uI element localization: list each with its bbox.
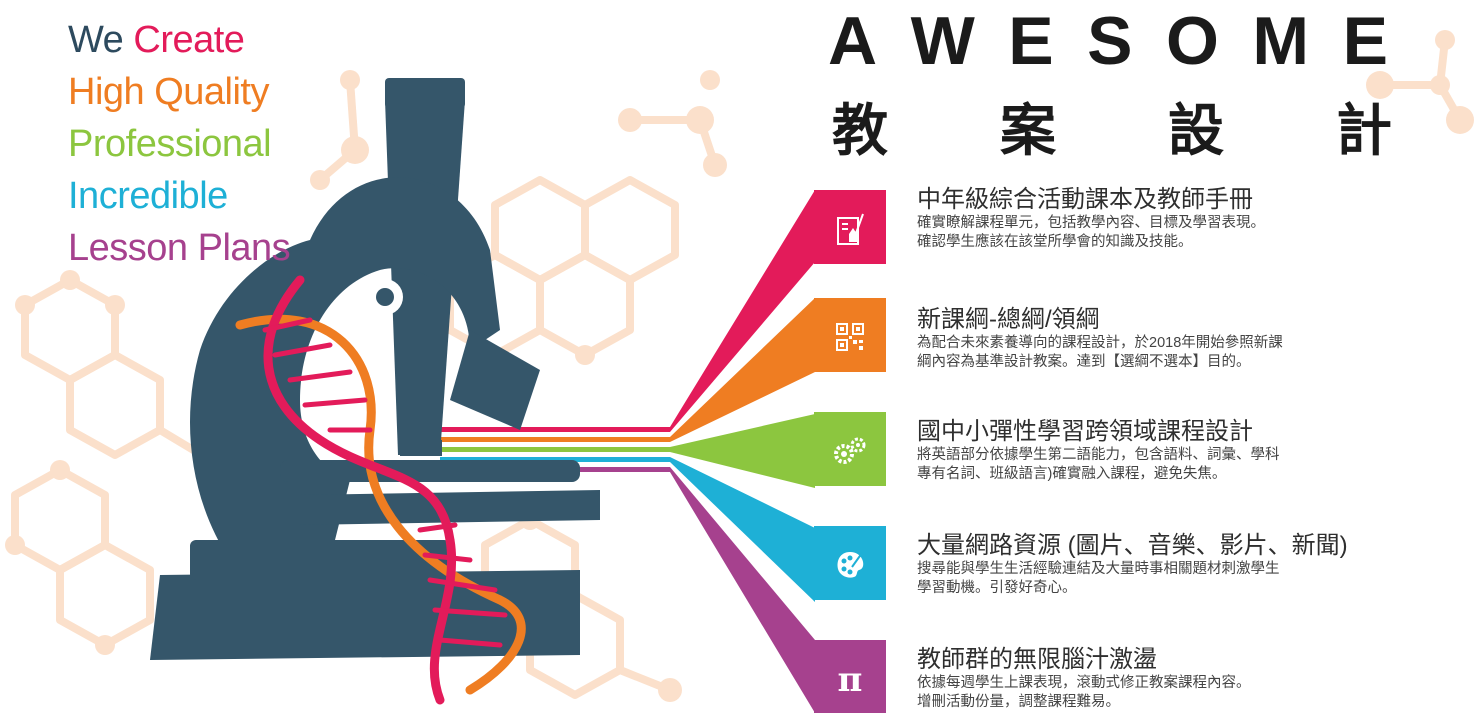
item-1-line-1: 確實瞭解課程單元，包括教學內容、目標及學習表現。 [917, 215, 1265, 231]
tagline-create: Create [133, 19, 245, 61]
item-2-line-1: 為配合未來素養導向的課程設計，於2018年開始參照新課 [917, 335, 1283, 351]
microscope-knob [367, 279, 403, 315]
item-2-icon-box [814, 300, 886, 374]
tagline-high-quality: High Quality [68, 71, 269, 113]
tagline-we: We [68, 19, 134, 61]
tagline-line-3: Professional [68, 118, 290, 170]
item-5-title: 教師群的無限腦汁激盪 [917, 646, 1157, 673]
title-en-letter: M [1252, 3, 1310, 79]
paint-palette-icon [837, 552, 864, 578]
title-en-letter: S [1087, 3, 1133, 79]
item-2: 新課綱-總綱/領綱 為配合未來素養導向的課程設計，於2018年開始參照新課 綱內… [917, 306, 1457, 372]
title-chinese: 教案設計 [832, 86, 1392, 167]
dna-helix [235, 275, 526, 705]
lab-notebook-icon [837, 213, 864, 245]
item-1-title: 中年級綜合活動課本及教師手冊 [917, 186, 1253, 213]
title-zh-letter: 計 [1336, 99, 1392, 164]
item-5: 教師群的無限腦汁激盪 依據每週學生上課表現，滾動式修正教案課程內容。 增刪活動份… [917, 646, 1457, 712]
microscope [150, 78, 600, 660]
tagline-line-4: Incredible [68, 170, 290, 222]
title-en-letter: E [1008, 3, 1054, 79]
item-5-line-1: 依據每週學生上課表現，滾動式修正教案課程內容。 [917, 675, 1251, 691]
item-4-line-2: 學習動機。引發好奇心。 [917, 580, 1077, 596]
title-en-letter: E [1342, 3, 1388, 79]
item-3-line-2: 專有名詞、班級語言)確實融入課程，避免失焦。 [917, 466, 1227, 482]
item-3-icon-box [814, 414, 886, 488]
item-3: 國中小彈性學習跨領域課程設計 將英語部分依據學生第二語能力，包含語料、詞彙、學科… [917, 418, 1457, 484]
item-5-line-2: 增刪活動份量，調整課程難易。 [917, 694, 1120, 710]
tagline-line-2: High Quality [68, 66, 290, 118]
title-en-letter: W [910, 3, 975, 79]
molecule-nodes [5, 30, 1474, 702]
title-en-letter: O [1166, 3, 1219, 79]
title-en-letter: A [828, 3, 878, 79]
color-beams [440, 190, 815, 713]
item-3-title: 國中小彈性學習跨領域課程設計 [917, 418, 1253, 445]
title-zh-letter: 設 [1168, 99, 1224, 164]
item-4: 大量網路資源 (圖片、音樂、影片、新聞) 搜尋能與學生生活經驗連結及大量時事相關… [917, 532, 1457, 598]
tagline-line-5: Lesson Plans [68, 222, 291, 274]
item-4-icon-box [814, 528, 886, 602]
item-1: 中年級綜合活動課本及教師手冊 確實瞭解課程單元，包括教學內容、目標及學習表現。 … [917, 186, 1457, 252]
item-1-line-2: 確認學生應該在該堂所學會的知識及技能。 [917, 234, 1193, 250]
qr-code-icon [836, 323, 864, 351]
title-zh-letter: 案 [1000, 99, 1056, 164]
tagline-incredible: Incredible [68, 175, 228, 217]
gears-icon [834, 437, 866, 464]
title-zh-letter: 教 [832, 99, 888, 164]
pi-icon: π [837, 660, 863, 700]
item-4-line-1: 搜尋能與學生生活經驗連結及大量時事相關題材刺激學生 [917, 561, 1280, 577]
item-1-icon-box [814, 192, 886, 266]
item-3-line-1: 將英語部分依據學生第二語能力，包含語料、詞彙、學科 [917, 447, 1280, 463]
item-4-title: 大量網路資源 (圖片、音樂、影片、新聞) [917, 532, 1348, 559]
tagline-line-1: We Create [68, 14, 290, 66]
tagline-lesson-plans: Lesson Plans [68, 227, 291, 269]
item-5-icon-box: π [814, 643, 886, 717]
tagline: We Create High Quality Professional Incr… [68, 14, 291, 274]
microscope-lens-tip [400, 440, 442, 456]
item-2-title: 新課綱-總綱/領綱 [917, 306, 1100, 333]
item-2-line-2: 綱內容為基準設計教案。達到【選綱不選本】目的。 [917, 354, 1251, 370]
tagline-professional: Professional [68, 123, 272, 165]
